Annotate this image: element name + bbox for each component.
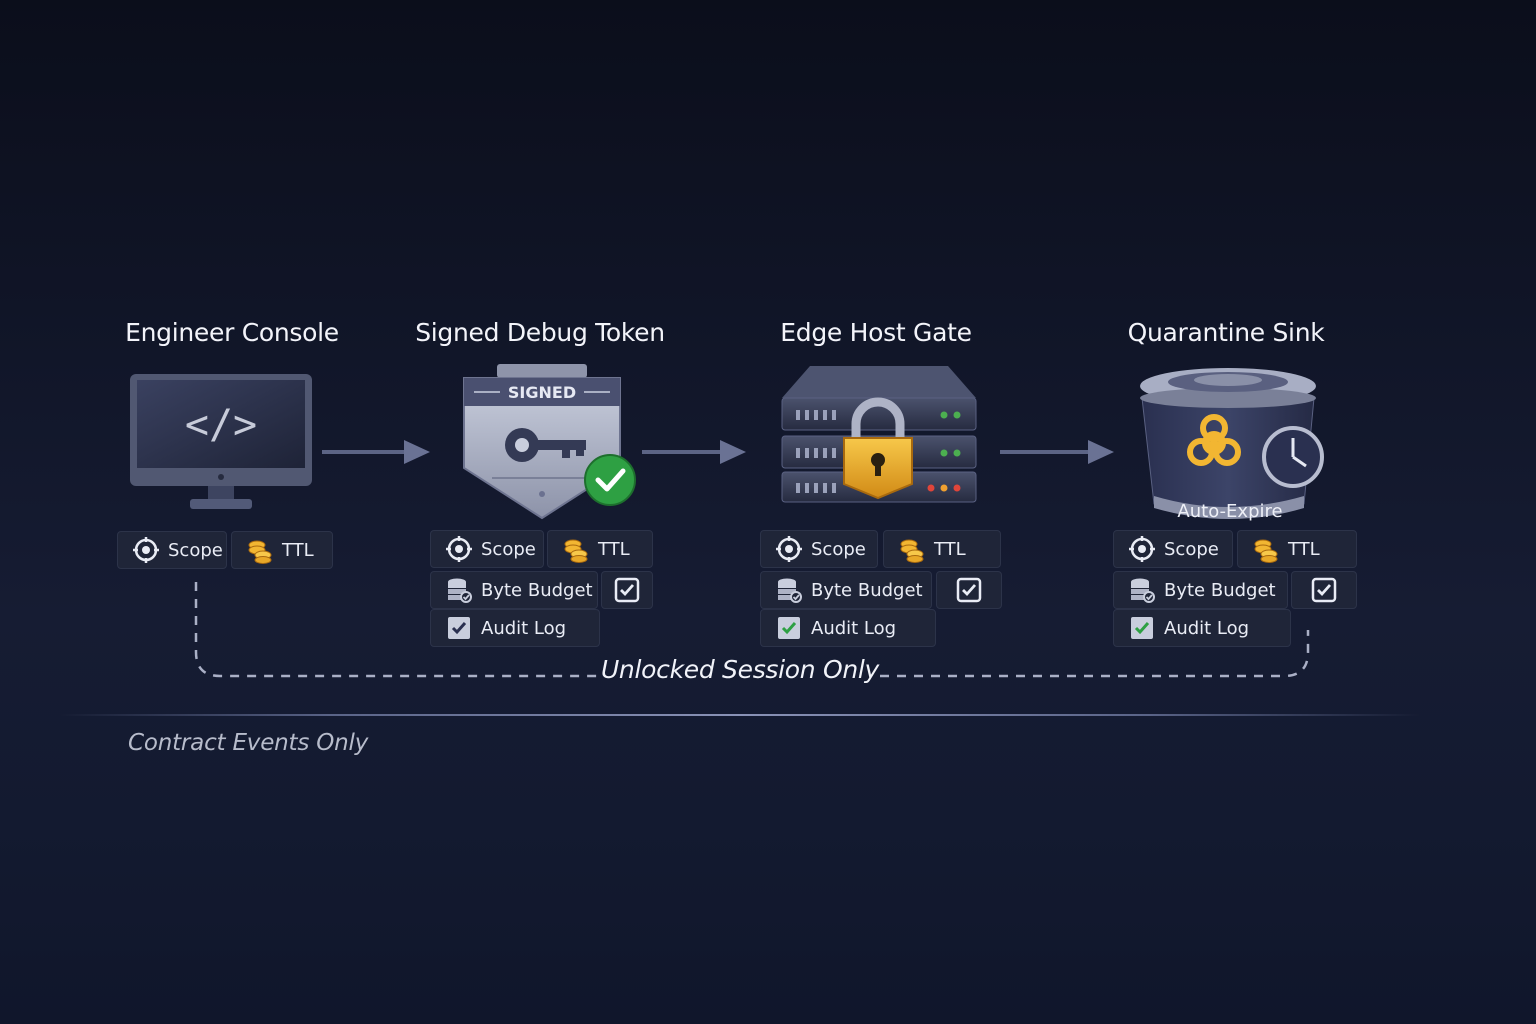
- svg-text:</>: </>: [185, 402, 257, 448]
- coins-icon: [248, 540, 272, 564]
- checkbox-checked-icon: [614, 577, 640, 603]
- ttl-chip: TTL: [547, 530, 653, 568]
- divider: [60, 714, 1420, 716]
- byte-budget-chip: Byte Budget: [1113, 571, 1288, 609]
- coins-icon: [900, 539, 924, 563]
- monitor-code-icon: </>: [130, 374, 312, 509]
- byte-budget-chip: Byte Budget: [760, 571, 932, 609]
- scope-label: Scope: [481, 538, 536, 560]
- biohazard-bin-clock-icon: [1140, 368, 1324, 519]
- scope-label: Scope: [811, 538, 866, 560]
- audit-log-label: Audit Log: [1164, 617, 1250, 639]
- signed-badge-label: SIGNED: [508, 383, 576, 402]
- signed-key-badge-icon: [463, 364, 636, 520]
- stage-title-signed-debug-token: Signed Debug Token: [415, 318, 665, 347]
- server-lock-icon: [781, 366, 977, 503]
- audit-log-chip: Audit Log: [1113, 609, 1291, 647]
- scope-chip: Scope: [117, 531, 227, 569]
- ttl-chip: TTL: [231, 531, 333, 569]
- scope-label: Scope: [1164, 538, 1219, 560]
- byte-budget-label: Byte Budget: [811, 579, 923, 601]
- byte-budget-checkbox: [936, 571, 1002, 609]
- audit-check-icon: [448, 617, 470, 639]
- checkbox-checked-icon: [956, 577, 982, 603]
- flow-arrow: [1000, 440, 1114, 464]
- scope-chip: Scope: [1113, 530, 1233, 568]
- stage-title-engineer-console: Engineer Console: [125, 318, 339, 347]
- ttl-label: TTL: [282, 539, 314, 561]
- byte-budget-label: Byte Budget: [1164, 579, 1276, 601]
- database-icon: [448, 578, 472, 603]
- audit-log-chip: Audit Log: [760, 609, 936, 647]
- target-icon: [446, 536, 472, 562]
- target-icon: [133, 537, 159, 563]
- audit-check-icon: [1131, 617, 1153, 639]
- ttl-label: TTL: [1288, 538, 1320, 560]
- contract-events-label: Contract Events Only: [128, 730, 369, 756]
- audit-log-label: Audit Log: [811, 617, 897, 639]
- ttl-label: TTL: [598, 538, 630, 560]
- auto-expire-label: Auto-Expire: [1177, 501, 1282, 522]
- flow-arrow: [642, 440, 746, 464]
- scope-chip: Scope: [760, 530, 878, 568]
- flow-arrow: [322, 440, 430, 464]
- database-icon: [778, 578, 802, 603]
- ttl-label: TTL: [934, 538, 966, 560]
- unlocked-session-label: Unlocked Session Only: [600, 655, 880, 684]
- byte-budget-label: Byte Budget: [481, 579, 593, 601]
- audit-log-chip: Audit Log: [430, 609, 600, 647]
- audit-check-icon: [778, 617, 800, 639]
- unlocked-session-loop: [194, 582, 1310, 678]
- coins-icon: [564, 539, 588, 563]
- ttl-chip: TTL: [883, 530, 1001, 568]
- coins-icon: [1254, 539, 1278, 563]
- scope-label: Scope: [168, 539, 223, 561]
- byte-budget-checkbox: [1291, 571, 1357, 609]
- ttl-chip: TTL: [1237, 530, 1357, 568]
- scope-chip: Scope: [430, 530, 544, 568]
- checkbox-checked-icon: [1311, 577, 1337, 603]
- byte-budget-chip: Byte Budget: [430, 571, 598, 609]
- database-icon: [1131, 578, 1155, 603]
- target-icon: [1129, 536, 1155, 562]
- target-icon: [776, 536, 802, 562]
- stage-title-edge-host-gate: Edge Host Gate: [780, 318, 972, 347]
- audit-log-label: Audit Log: [481, 617, 567, 639]
- stage-title-quarantine-sink: Quarantine Sink: [1127, 318, 1325, 347]
- byte-budget-checkbox: [601, 571, 653, 609]
